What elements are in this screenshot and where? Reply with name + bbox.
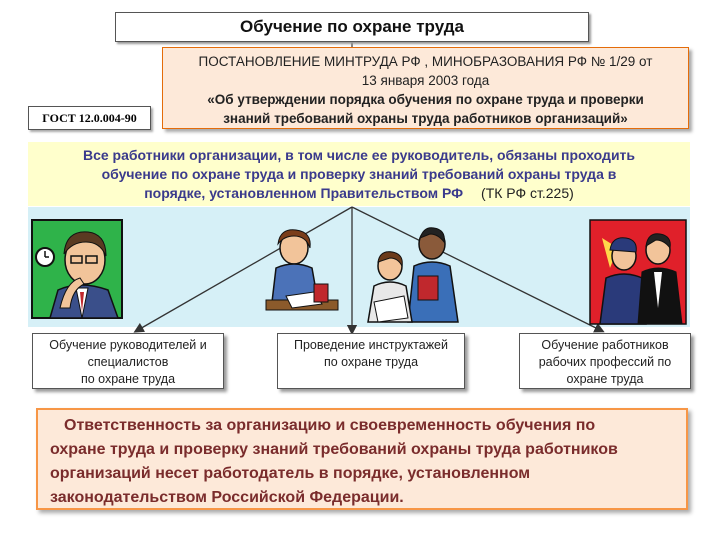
duty-line-2: обучение по охране труда и проверку знан… [101,166,617,182]
woman-reading-illustration [265,229,339,311]
training-workers-line-1: Обучение работников [541,338,669,352]
responsibility-line-3: организаций несет работодатель в порядке… [50,465,531,482]
briefings-line-1: Проведение инструктажей [294,338,448,352]
training-managers-box: Обучение руководителей и специалистов по… [32,333,224,389]
decree-line-4: знаний требований охраны труда работнико… [223,111,628,126]
workers-group-illustration [589,219,687,325]
labor-code-reference: (ТК РФ ст.225) [481,185,574,201]
training-workers-line-2: рабочих профессий по [538,355,672,369]
training-managers-line-1: Обучение руководителей и [49,338,207,352]
duty-line-1: Все работники организации, в том числе е… [82,147,636,163]
manager-thinking-illustration [31,219,123,319]
training-managers-line-2: специалистов [87,355,169,369]
duty-statement: Все работники организации, в том числе е… [28,142,690,206]
decree-line-3: «Об утверждении порядка обучения по охра… [207,92,644,107]
gost-box: ГОСТ 12.0.004-90 [28,106,151,130]
briefings-box: Проведение инструктажей по охране труда [277,333,465,389]
diagram-title: Обучение по охране труда [115,12,589,42]
briefings-line-2: по охране труда [323,355,419,369]
duty-line-3: порядке, установленном Правительством РФ [144,185,464,201]
decree-box: ПОСТАНОВЛЕНИЕ МИНТРУДА РФ , МИНОБРАЗОВАН… [162,47,689,129]
responsibility-statement: Ответственность за организацию и своевре… [36,408,688,510]
responsibility-line-1: Ответственность за организацию и своевре… [64,417,596,434]
responsibility-line-4: законодательством Российской Федерации. [50,489,404,506]
decree-line-2: 13 января 2003 года [361,73,490,88]
decree-line-1: ПОСТАНОВЛЕНИЕ МИНТРУДА РФ , МИНОБРАЗОВАН… [198,54,653,69]
training-workers-box: Обучение работников рабочих профессий по… [519,333,691,389]
training-workers-line-3: охране труда [566,372,644,386]
responsibility-line-2: охране труда и проверку знаний требовани… [50,441,618,458]
coworkers-discussing-illustration [367,227,459,323]
training-managers-line-3: по охране труда [80,372,176,386]
